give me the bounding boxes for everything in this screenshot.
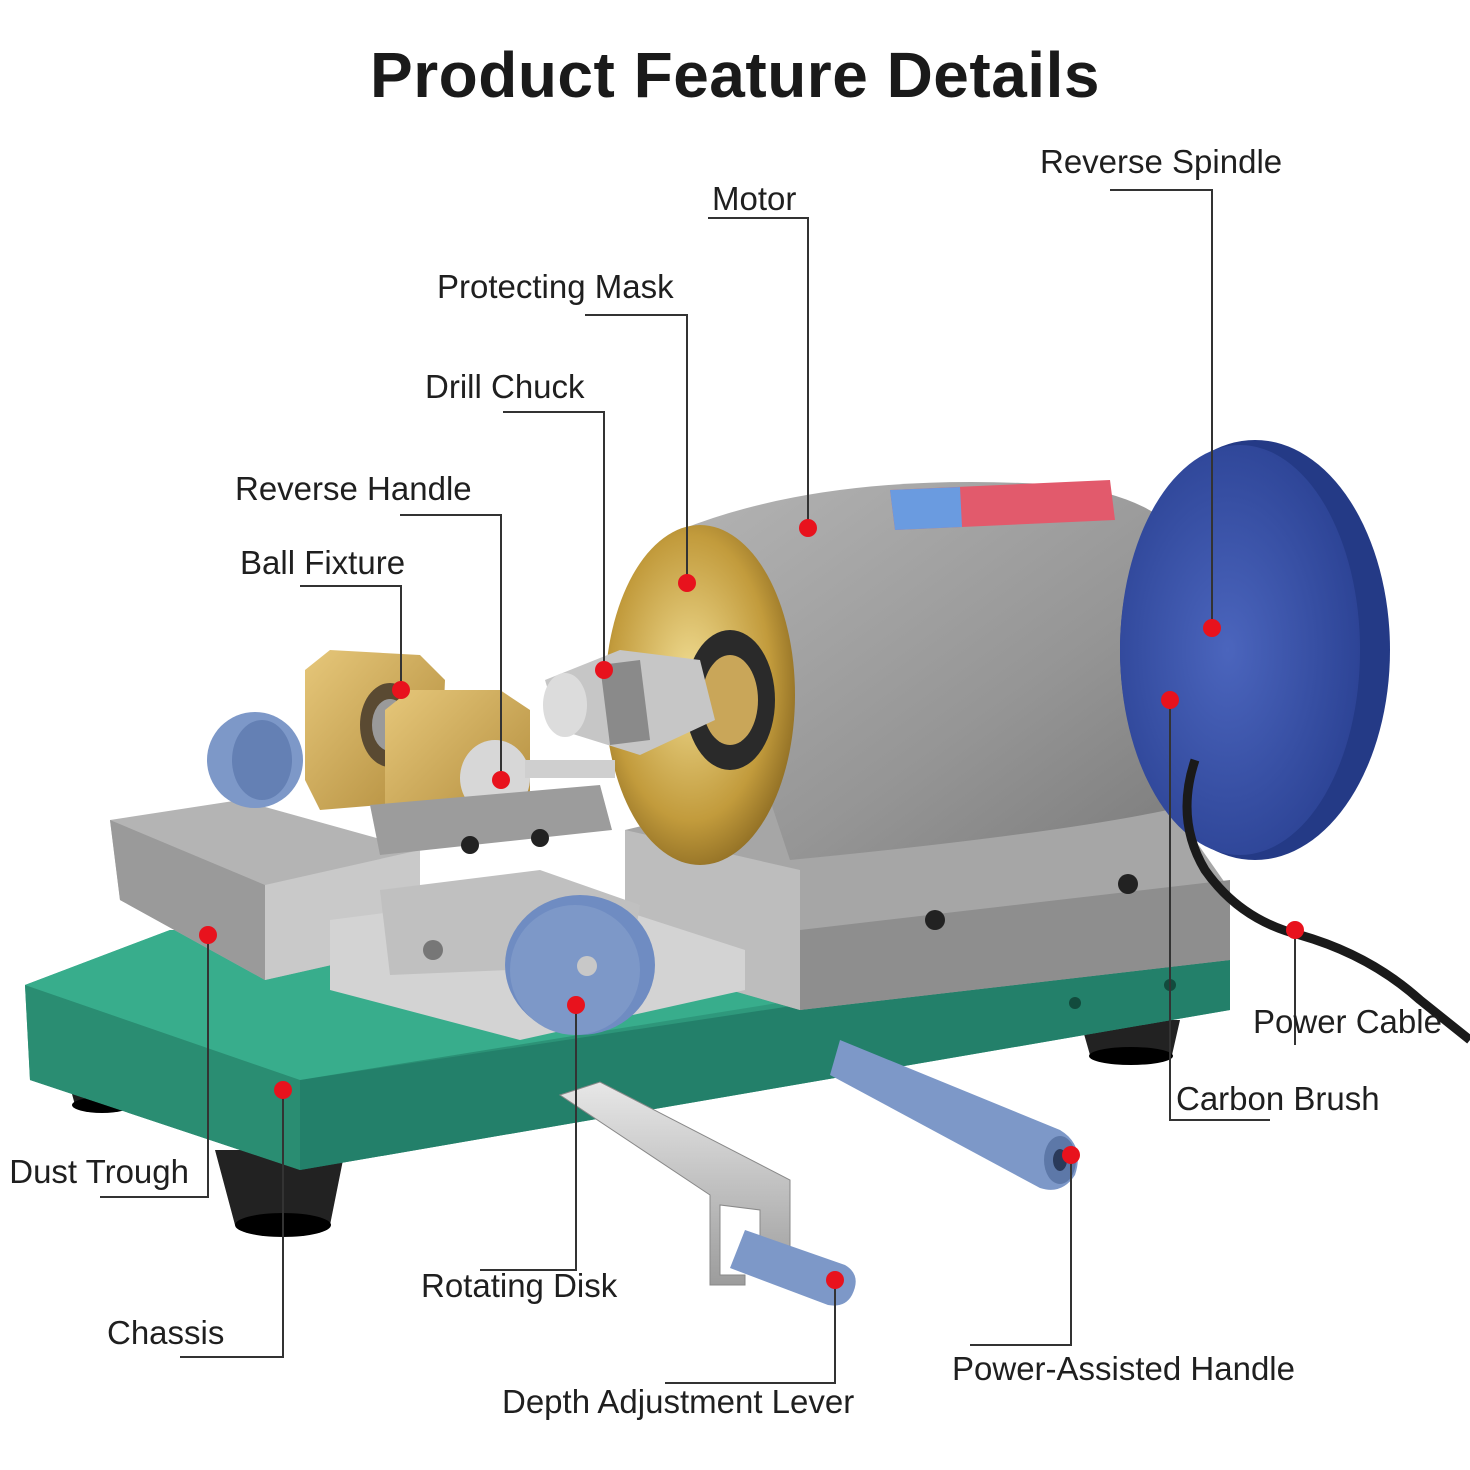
callout-dot-carbon-brush [1161,691,1179,709]
depth-lever-bar [558,1081,856,1306]
drill-chuck [543,650,715,755]
callout-dot-power-cable [1286,921,1304,939]
label-drill-chuck: Drill Chuck [425,368,585,405]
page-title: Product Feature Details [370,39,1100,111]
callout-dot-reverse-spindle [1203,619,1221,637]
callout-dots [199,519,1304,1289]
callout-dot-motor [799,519,817,537]
label-reverse-handle: Reverse Handle [235,470,472,507]
callout-dot-depth-adjustment-lever [826,1271,844,1289]
blue-knobs [207,712,655,1035]
label-depth-adjustment-lever: Depth Adjustment Lever [502,1383,855,1420]
label-protecting-mask: Protecting Mask [437,268,674,305]
label-ball-fixture: Ball Fixture [240,544,406,581]
callout-dot-dust-trough [199,926,217,944]
label-power-cable: Power Cable [1253,1003,1442,1040]
label-chassis: Chassis [107,1314,225,1351]
reverse-spindle-disk [1120,440,1390,860]
callout-dot-ball-fixture [392,681,410,699]
callout-dot-chassis [274,1081,292,1099]
callout-dot-drill-chuck [595,661,613,679]
callout-leader-lines [100,189,1296,1384]
power-handle-grip [830,1040,1078,1190]
label-reverse-spindle: Reverse Spindle [1040,143,1283,180]
callout-dot-power-assisted-handle [1062,1146,1080,1164]
label-dust-trough: Dust Trough [9,1153,189,1190]
callout-dot-rotating-disk [567,996,585,1014]
label-rotating-disk: Rotating Disk [421,1267,618,1304]
callout-dot-protecting-mask [678,574,696,592]
label-power-assisted-handle: Power-Assisted Handle [952,1350,1295,1387]
label-carbon-brush: Carbon Brush [1176,1080,1380,1117]
power-cable [1182,758,1470,1044]
label-motor: Motor [712,180,797,217]
callout-dot-reverse-handle [492,771,510,789]
